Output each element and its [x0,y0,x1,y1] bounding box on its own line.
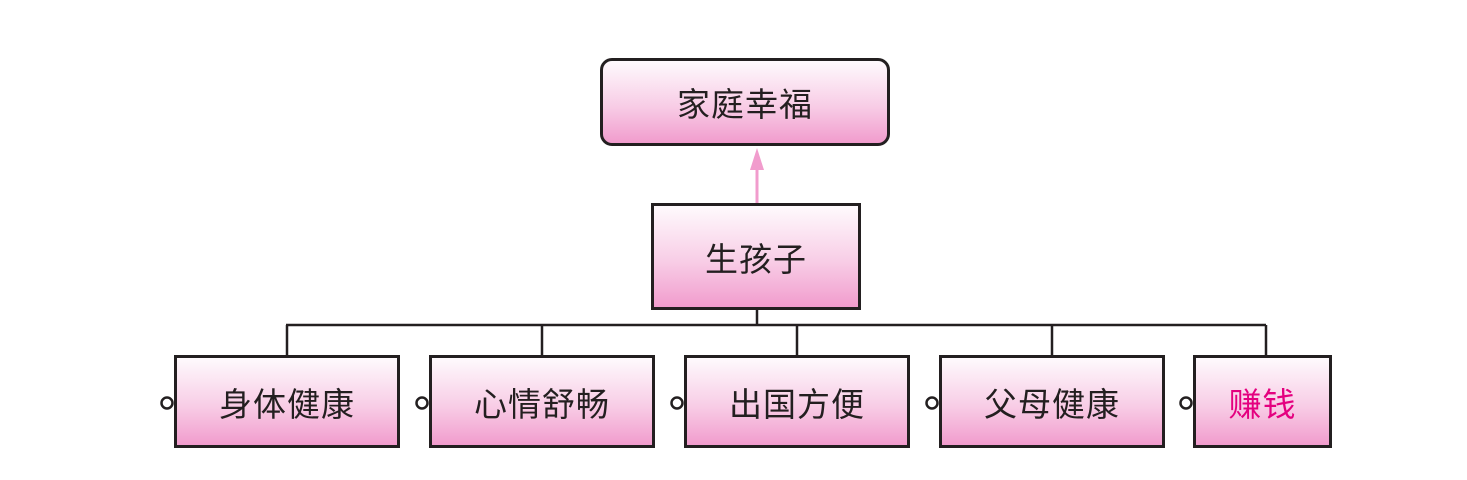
reason-node-label: 赚钱 [1228,384,1297,424]
reason-node: 父母健康 [939,355,1165,448]
reason-node-label: 心情舒畅 [474,384,610,424]
reason-node-label: 身体健康 [219,384,355,424]
reason-node-label: 出国方便 [729,384,865,424]
reason-node: 赚钱 [1193,355,1332,448]
goal-arrow-head [750,148,764,170]
goal-node: 家庭幸福 [600,58,890,146]
connector-circle [415,396,429,410]
center-node-label: 生孩子 [705,239,807,279]
center-node: 生孩子 [651,203,861,310]
connector-circle [160,396,174,410]
reason-node-label: 父母健康 [984,384,1120,424]
connector-circle [925,396,939,410]
reason-node: 心情舒畅 [429,355,655,448]
goal-node-label: 家庭幸福 [677,85,813,124]
reason-node: 出国方便 [684,355,910,448]
connector-circle [670,396,684,410]
reason-node: 身体健康 [174,355,400,448]
connector-circle [1179,396,1193,410]
